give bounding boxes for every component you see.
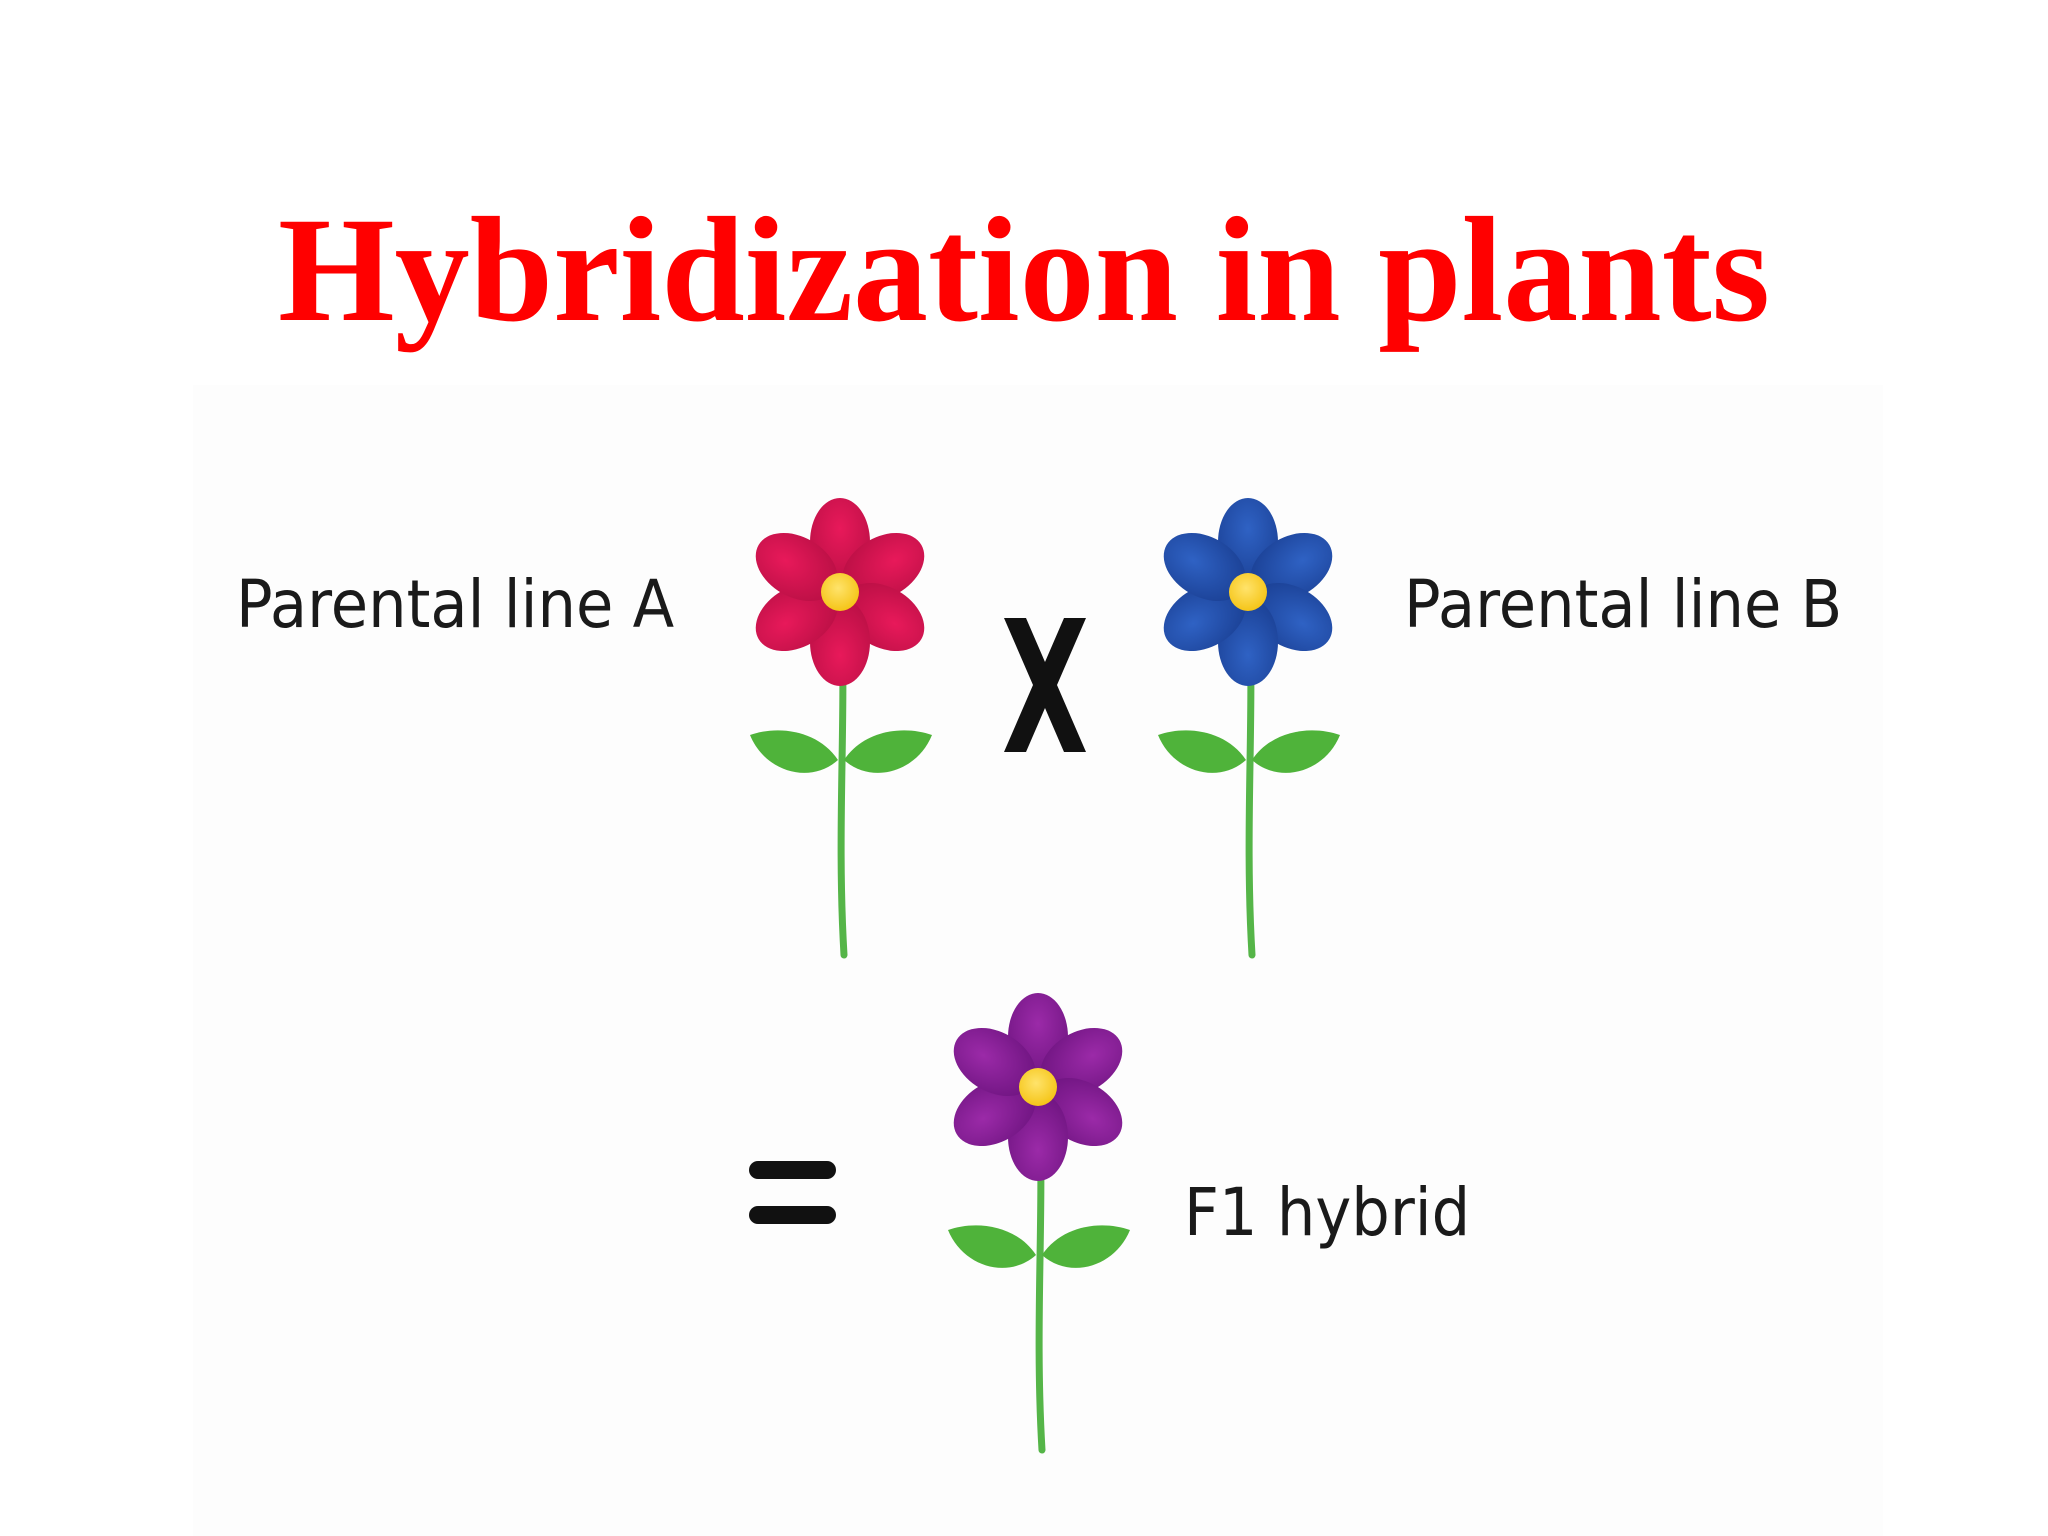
- leaf-right: [844, 730, 932, 773]
- leaf-right: [1252, 730, 1340, 773]
- parent-a-flower-icon: [750, 498, 932, 959]
- leaf-left: [1158, 730, 1246, 773]
- flower-center: [1229, 573, 1267, 611]
- flower-center: [821, 573, 859, 611]
- petal-6: [1163, 532, 1246, 602]
- parental-line-a-label: Parental line A: [236, 566, 675, 643]
- petal-6: [755, 532, 838, 602]
- leaf-right: [1042, 1225, 1130, 1268]
- leaf-left: [948, 1225, 1036, 1268]
- flower-center: [1019, 1068, 1057, 1106]
- leaf-left: [750, 730, 838, 773]
- parental-line-b-label: Parental line B: [1404, 566, 1843, 643]
- petal-6: [953, 1027, 1036, 1097]
- equals-sign-icon: [749, 1161, 836, 1224]
- cross-sign-icon: [1004, 618, 1086, 752]
- page-title: Hybridization in plants: [277, 187, 1771, 353]
- parent-b-flower-icon: [1158, 498, 1340, 959]
- f1-hybrid-label: F1 hybrid: [1184, 1174, 1471, 1251]
- hybrid-flower-icon: [948, 993, 1130, 1454]
